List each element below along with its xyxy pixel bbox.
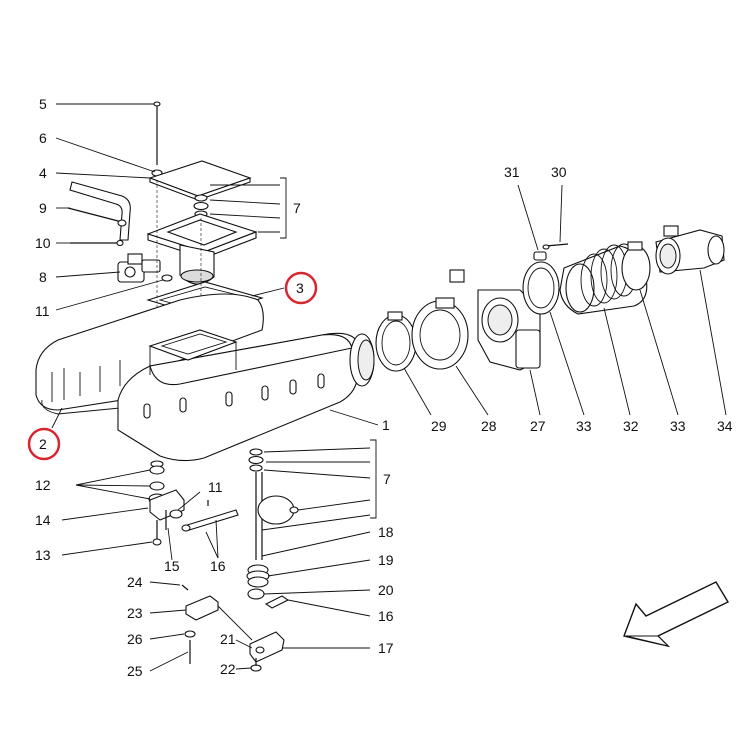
highlight-markers (27, 271, 318, 461)
callout-27: 27 (530, 418, 546, 434)
callout-8: 8 (39, 269, 47, 285)
callout-25: 25 (127, 663, 143, 679)
callout-1: 1 (382, 417, 390, 433)
callout-30: 30 (551, 164, 567, 180)
callout-32: 32 (623, 418, 639, 434)
callout-34: 34 (717, 418, 733, 434)
callout-7-top: 7 (293, 200, 301, 216)
callout-labels: 5 6 4 9 10 8 11 7 3 2 1 7 12 11 14 13 15… (35, 96, 733, 679)
leader-lines (51, 103, 727, 672)
callout-19: 19 (378, 552, 394, 568)
highlight-circle-2 (27, 427, 61, 461)
callout-26: 26 (127, 631, 143, 647)
callout-18: 18 (378, 524, 394, 540)
callout-9: 9 (39, 200, 47, 216)
callout-16-right: 16 (378, 608, 394, 624)
callout-4: 4 (39, 165, 47, 181)
callout-33-right: 33 (670, 418, 686, 434)
callout-7-bottom: 7 (383, 471, 391, 487)
callout-20: 20 (378, 582, 394, 598)
callout-33-left: 33 (576, 418, 592, 434)
highlight-circle-3 (284, 271, 318, 305)
callout-24: 24 (127, 574, 143, 590)
arrow-icon (623, 581, 729, 648)
callout-28: 28 (481, 418, 497, 434)
callout-2: 2 (39, 436, 47, 452)
callout-29: 29 (431, 418, 447, 434)
callout-31: 31 (504, 164, 520, 180)
callout-11-bottom: 11 (208, 479, 223, 495)
callout-22: 22 (220, 661, 236, 677)
callout-21: 21 (220, 631, 236, 647)
lower-linkage-right (181, 448, 299, 672)
callout-11-top: 11 (35, 303, 50, 319)
callout-23: 23 (127, 605, 143, 621)
callout-5: 5 (39, 96, 47, 112)
callout-12: 12 (35, 477, 51, 493)
callout-16-left: 16 (210, 558, 226, 574)
intake-plenum (35, 293, 375, 462)
lower-linkage-left (148, 460, 239, 546)
callout-17: 17 (378, 640, 394, 656)
throttle-and-intake-chain (375, 225, 725, 372)
callout-14: 14 (35, 512, 51, 528)
callout-15: 15 (164, 558, 180, 574)
callout-6: 6 (39, 130, 47, 146)
callout-13: 13 (35, 547, 51, 563)
callout-3: 3 (296, 280, 304, 296)
callout-10: 10 (35, 235, 51, 251)
